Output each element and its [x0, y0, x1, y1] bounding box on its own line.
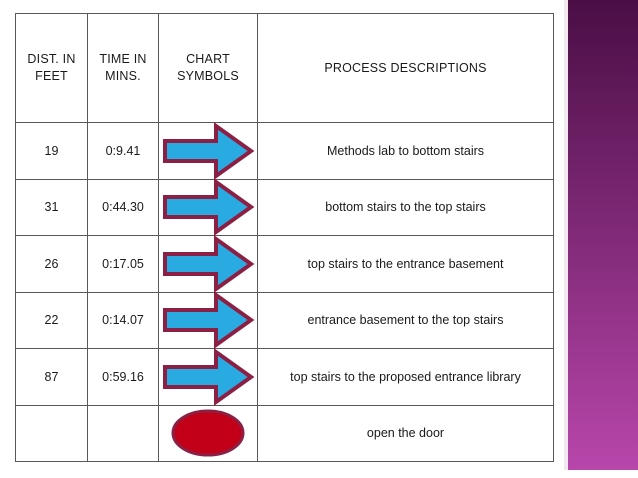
cell-time	[87, 404, 159, 462]
header-dist-in-feet: DIST. IN FEET	[15, 13, 88, 123]
table-row: 87 0:59.16 top stairs to the proposed en…	[15, 347, 554, 406]
cell-dist: 19	[15, 122, 88, 180]
cell-description: entrance basement to the top stairs	[257, 291, 554, 349]
cell-symbol	[158, 121, 258, 180]
transport-arrow-icon	[162, 291, 255, 350]
table-row: 19 0:9.41 Methods lab to bottom stairs	[15, 121, 554, 180]
cell-symbol	[158, 291, 258, 350]
purple-gradient-band	[568, 0, 638, 470]
cell-symbol	[158, 347, 258, 406]
cell-dist: 22	[15, 291, 88, 349]
cell-dist	[15, 404, 88, 462]
cell-time: 0:59.16	[87, 348, 159, 406]
cell-time: 0:44.30	[87, 178, 159, 236]
cell-dist: 31	[15, 178, 88, 236]
table-header: DIST. IN FEET TIME IN MINS. CHART SYMBOL…	[15, 13, 554, 123]
cell-time: 0:17.05	[87, 235, 159, 293]
cell-dist: 87	[15, 348, 88, 406]
process-chart-table: DIST. IN FEET TIME IN MINS. CHART SYMBOL…	[15, 13, 554, 462]
cell-dist: 26	[15, 235, 88, 293]
cell-time: 0:14.07	[87, 291, 159, 349]
cell-symbol	[158, 234, 258, 293]
table-row: 26 0:17.05 top stairs to the entrance ba…	[15, 234, 554, 293]
cell-description: bottom stairs to the top stairs	[257, 178, 554, 236]
cell-symbol	[158, 404, 258, 462]
cell-description: top stairs to the entrance basement	[257, 235, 554, 293]
cell-time: 0:9.41	[87, 122, 159, 180]
header-row: DIST. IN FEET TIME IN MINS. CHART SYMBOL…	[15, 13, 554, 123]
header-process-descriptions: PROCESS DESCRIPTIONS	[257, 13, 554, 123]
table-body: 19 0:9.41 Methods lab to bottom stairs 3…	[15, 121, 554, 462]
transport-arrow-icon	[162, 121, 255, 180]
table-row: 22 0:14.07 entrance basement to the top …	[15, 291, 554, 350]
transport-arrow-icon	[162, 178, 255, 237]
cell-description: open the door	[257, 404, 554, 462]
decor-band-edge	[564, 0, 568, 470]
cell-description: top stairs to the proposed entrance libr…	[257, 348, 554, 406]
cell-description: Methods lab to bottom stairs	[257, 122, 554, 180]
operation-ellipse-icon	[170, 409, 246, 457]
transport-arrow-icon	[162, 234, 255, 293]
table-row: open the door	[15, 404, 554, 462]
header-time-in-mins: TIME IN MINS.	[87, 13, 159, 123]
table-row: 31 0:44.30 bottom stairs to the top stai…	[15, 178, 554, 237]
header-chart-symbols: CHART SYMBOLS	[158, 13, 258, 123]
transport-arrow-icon	[162, 347, 255, 406]
cell-symbol	[158, 178, 258, 237]
